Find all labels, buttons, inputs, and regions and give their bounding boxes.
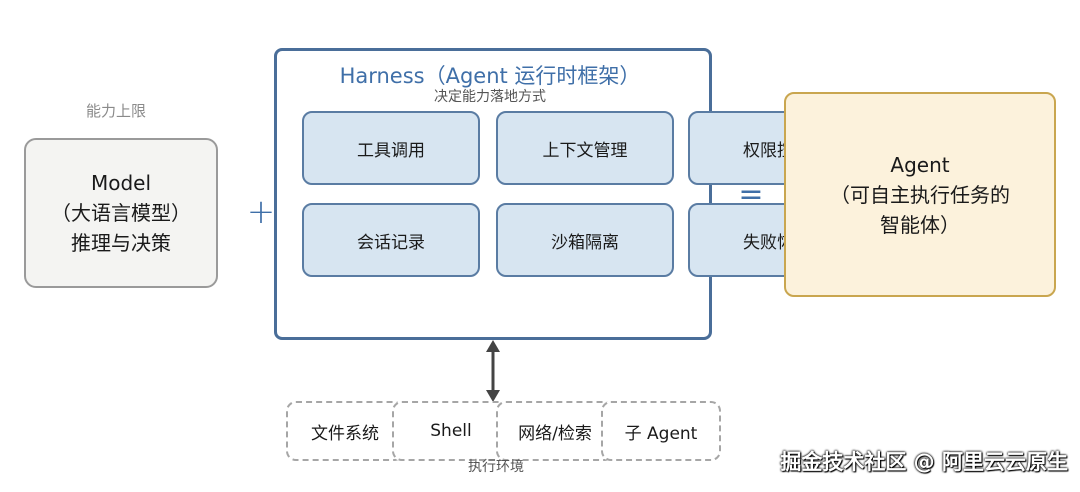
capability-tool-call: 工具调用 — [302, 111, 480, 185]
env-sub-agent: 子 Agent — [601, 401, 721, 461]
double-arrow-icon — [486, 340, 500, 402]
model-caption: 能力上限 — [86, 102, 147, 120]
equals-sign: = — [738, 177, 764, 212]
agent-box: Agent （可自主执行任务的 智能体） — [784, 92, 1056, 297]
env-network-search: 网络/检索 — [496, 401, 614, 461]
capability-failure-label: 失败恢复 — [688, 203, 784, 277]
agent-desc-2: 智能体） — [880, 212, 960, 237]
plus-sign: + — [246, 192, 276, 232]
capability-session-log: 会话记录 — [302, 203, 480, 277]
capability-sandbox: 沙箱隔离 — [496, 203, 674, 277]
harness-subtitle: 决定能力落地方式 — [434, 89, 546, 105]
model-role: 推理与决策 — [71, 231, 171, 255]
capability-permission-label: 权限控制 — [688, 111, 784, 185]
watermark: 掘金技术社区 @ 阿里云云原生 — [780, 450, 1068, 474]
capability-context-management: 上下文管理 — [496, 111, 674, 185]
model-desc: （大语言模型） — [51, 201, 191, 225]
harness-frame — [274, 48, 712, 340]
agent-desc-1: （可自主执行任务的 — [830, 182, 1010, 207]
agent-name: Agent — [890, 152, 950, 177]
model-box: Model （大语言模型） 推理与决策 — [24, 138, 218, 288]
capability-failure-recovery: 失败恢复 — [688, 203, 784, 277]
model-name: Model — [90, 171, 152, 195]
env-shell: Shell — [392, 401, 510, 461]
capability-permission-control: 权限控制 — [688, 111, 784, 185]
env-caption: 执行环境 — [468, 459, 524, 475]
env-filesystem: 文件系统 — [286, 401, 404, 461]
harness-title: Harness（Agent 运行时框架） — [339, 64, 641, 88]
